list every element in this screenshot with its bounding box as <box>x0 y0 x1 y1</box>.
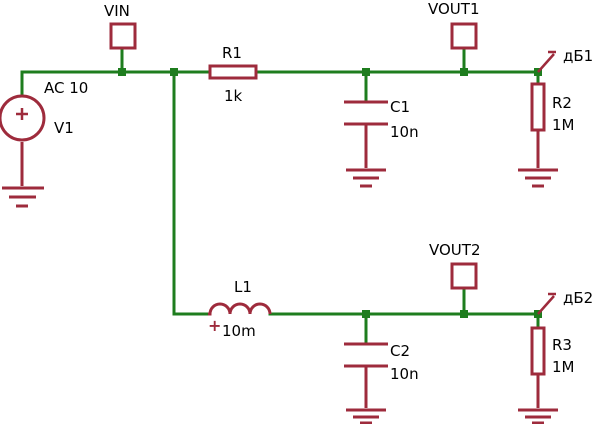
source-v1[interactable]: AC 10 V1 <box>0 79 88 208</box>
capacitor-c1[interactable]: C1 10n <box>344 98 419 188</box>
probe-vout1[interactable]: VOUT1 <box>428 0 480 50</box>
l1-value: 10m <box>222 322 256 340</box>
probe-vin[interactable]: VIN <box>104 2 137 50</box>
v1-name: V1 <box>54 119 74 137</box>
probe-box-icon <box>450 262 478 290</box>
c1-name: C1 <box>390 98 410 116</box>
probe-vout2-label: VOUT2 <box>429 241 481 259</box>
probe-db1[interactable]: дБ1 <box>537 47 593 73</box>
wires-bottom <box>268 286 540 344</box>
ground-icon <box>518 168 558 188</box>
inductor-icon <box>208 302 272 316</box>
c1-value: 10n <box>390 123 419 141</box>
capacitor-icon <box>344 100 388 168</box>
probe-vout1-label: VOUT1 <box>428 0 480 18</box>
r1-name: R1 <box>222 44 242 62</box>
ac-source-icon <box>0 94 46 142</box>
junction-c2 <box>362 310 370 318</box>
junction-vin <box>118 68 126 76</box>
resistor-icon <box>530 326 546 376</box>
c2-name: C2 <box>390 342 410 360</box>
r1-value: 1k <box>224 87 243 105</box>
junction-vout2 <box>460 310 468 318</box>
junction-nodes <box>118 68 542 318</box>
svg-text:+: + <box>208 316 221 335</box>
db-probe-icon <box>537 50 556 73</box>
capacitor-icon <box>344 342 388 408</box>
probe-db2-label: дБ2 <box>563 289 593 307</box>
capacitor-c2[interactable]: C2 10n <box>344 342 419 424</box>
r2-name: R2 <box>552 94 572 112</box>
junction-c1 <box>362 68 370 76</box>
probe-box-icon <box>450 22 478 50</box>
v1-value: AC 10 <box>44 79 88 97</box>
junction-split <box>170 68 178 76</box>
probe-vin-label: VIN <box>104 2 130 20</box>
junction-vout1 <box>460 68 468 76</box>
resistor-r2[interactable]: R2 1M <box>518 82 575 188</box>
ground-icon <box>346 168 386 188</box>
inductor-l1[interactable]: + L1 10m <box>208 278 272 340</box>
wires-top <box>20 48 540 316</box>
r3-value: 1M <box>552 358 575 376</box>
resistor-icon <box>208 64 258 80</box>
probe-vout2[interactable]: VOUT2 <box>429 241 481 290</box>
r2-value: 1M <box>552 116 575 134</box>
ground-icon <box>2 186 44 208</box>
probe-db2[interactable]: дБ2 <box>537 289 593 315</box>
db-probe-icon <box>537 292 556 315</box>
c2-value: 10n <box>390 365 419 383</box>
probe-db1-label: дБ1 <box>563 47 593 65</box>
resistor-icon <box>530 82 546 132</box>
probe-box-icon <box>109 22 137 50</box>
resistor-r1[interactable]: R1 1k <box>208 44 258 105</box>
ground-icon <box>518 408 558 424</box>
resistor-r3[interactable]: R3 1M <box>518 326 575 424</box>
ground-icon <box>346 408 386 424</box>
l1-name: L1 <box>234 278 252 296</box>
r3-name: R3 <box>552 336 572 354</box>
